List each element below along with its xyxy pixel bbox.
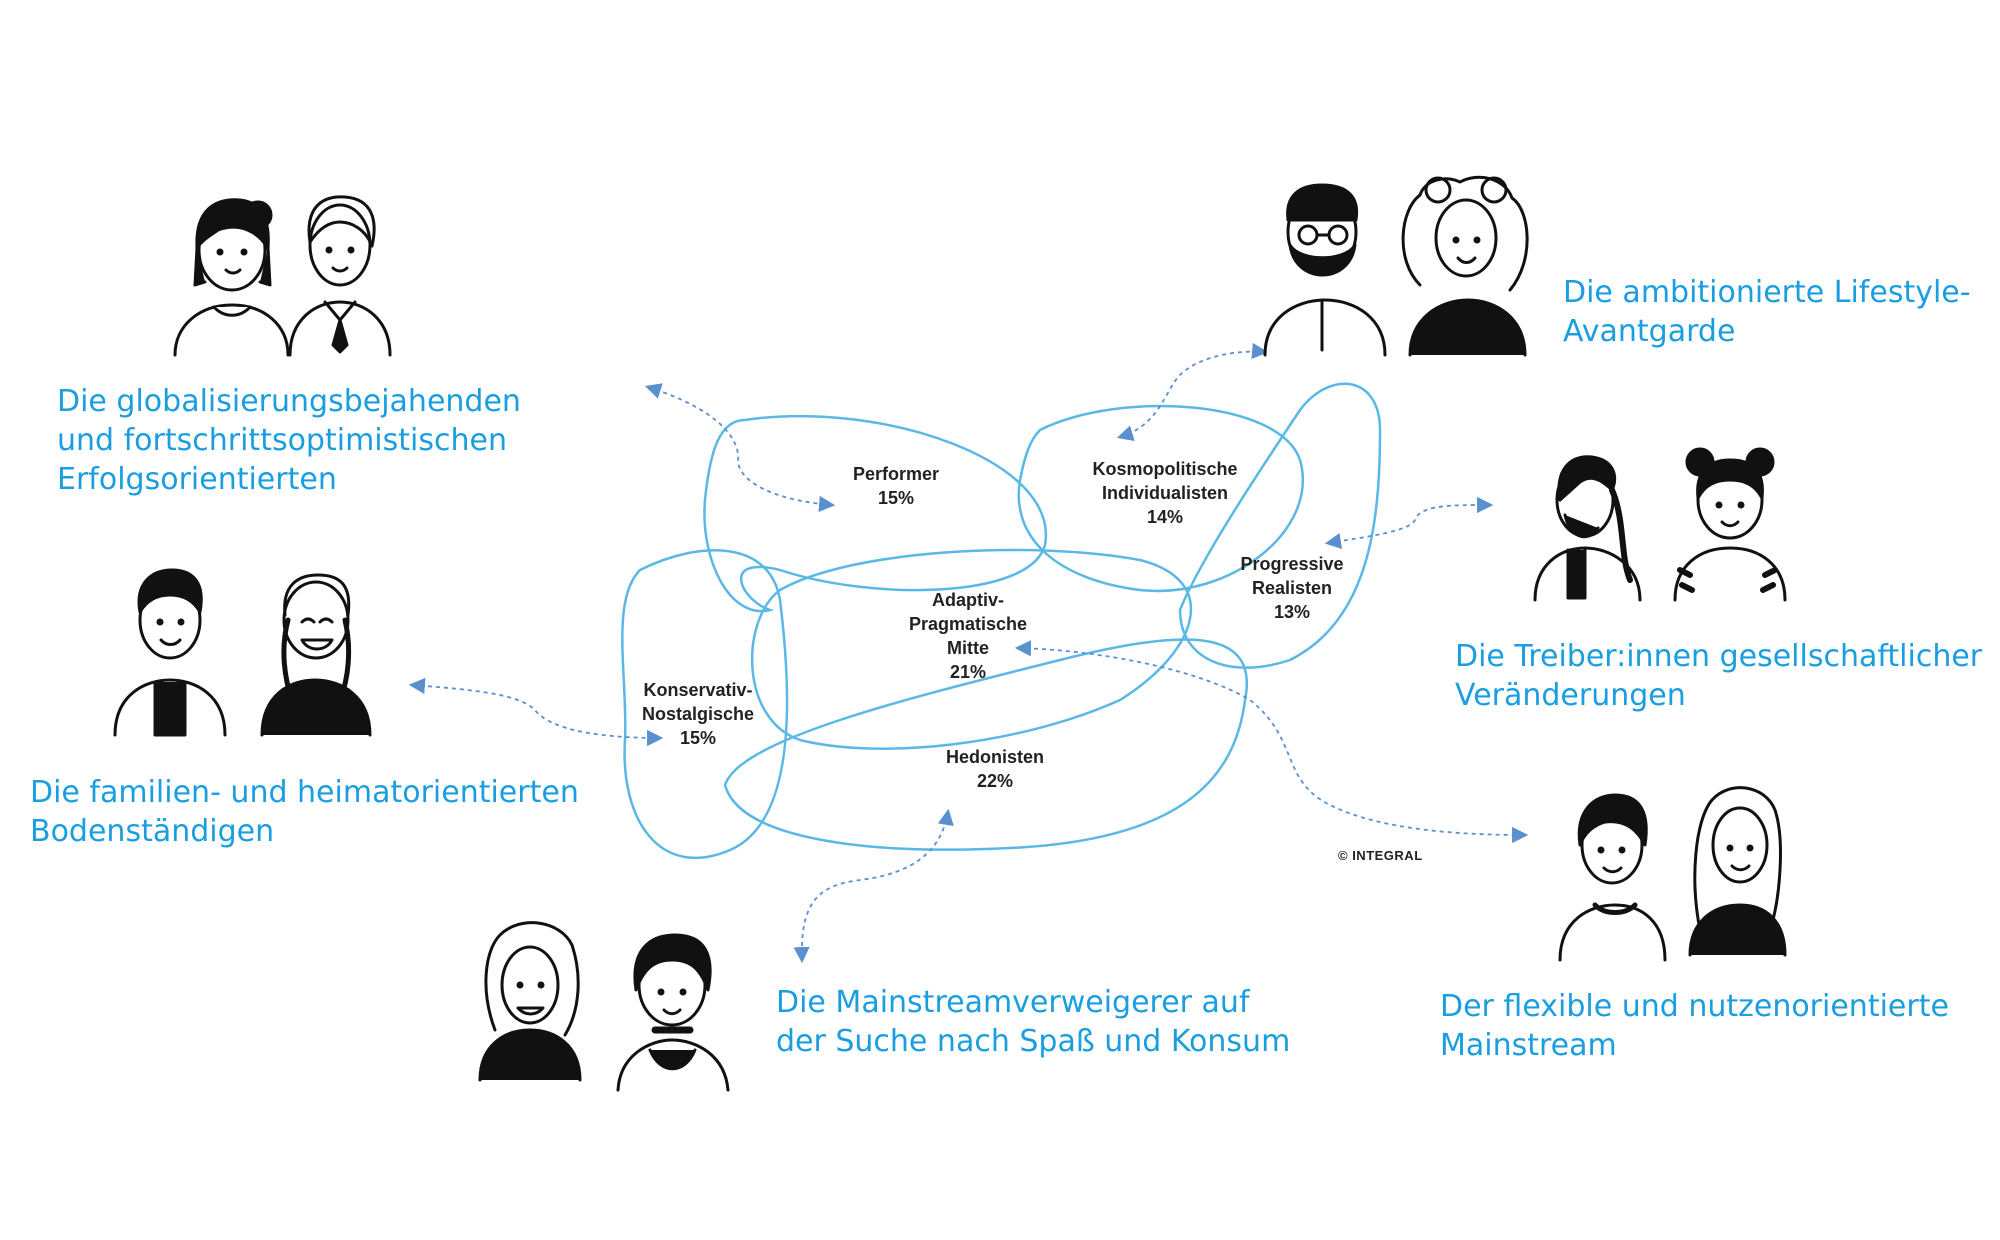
segment-name: Adaptiv- <box>932 590 1004 610</box>
caption-konservativ: Die familien- und heimatorientierten Bod… <box>30 773 579 851</box>
long-hair-man-avatar-icon <box>1533 455 1642 602</box>
segment-share: 21% <box>949 662 987 682</box>
caption-line: und fortschrittsoptimistischen <box>57 423 507 458</box>
segment-share: 22% <box>976 771 1014 791</box>
caption-line: Die globalisierungsbejahenden <box>57 384 521 419</box>
caption-kosmopolitische: Die ambitionierte Lifestyle- Avantgarde <box>1563 273 1971 351</box>
caption-progressive: Die Treiber:innen gesellschaftlicher Ver… <box>1455 637 1982 715</box>
woman-bun-avatar-icon <box>173 198 290 357</box>
segment-share: 15% <box>679 728 717 748</box>
caption-performer: Die globalisierungsbejahenden und fortsc… <box>57 382 521 499</box>
segment-name: Individualisten <box>1101 483 1229 503</box>
segment-name: Mitte <box>947 638 989 658</box>
segment-name: Hedonisten <box>945 747 1045 767</box>
businessman-avatar-icon <box>288 195 392 357</box>
caption-line: Die Mainstreamverweigerer auf <box>776 985 1250 1020</box>
bearded-glasses-man-avatar-icon <box>1263 183 1387 357</box>
segment-name: Nostalgische <box>641 704 755 724</box>
segment-kosmopolitische: Kosmopolitische Individualisten 14% <box>1092 457 1237 529</box>
segment-konservativ: Konservativ- Nostalgische 15% <box>642 678 754 750</box>
space-buns-woman-avatar-icon <box>1673 447 1787 602</box>
copyright-label: © INTEGRAL <box>1338 848 1423 863</box>
segment-name: Kosmopolitische <box>1092 459 1238 479</box>
curly-hair-woman-avatar-icon <box>1401 175 1529 357</box>
caption-hedonisten: Die Mainstreamverweigerer auf der Suche … <box>776 983 1290 1061</box>
arrow-konservativ <box>408 677 664 747</box>
caption-line: Mainstream <box>1440 1028 1617 1063</box>
segment-share: 14% <box>1146 507 1184 527</box>
young-man-jacket-avatar-icon <box>113 568 227 737</box>
braided-woman-avatar-icon <box>260 573 372 737</box>
caption-line: Erfolgsorientierten <box>57 462 337 497</box>
caption-line: Bodenständigen <box>30 814 275 849</box>
long-hair-smiling-man-avatar-icon <box>478 921 582 1082</box>
loop-performer <box>703 414 1048 613</box>
caption-line: Der flexible und nutzenorientierte <box>1440 989 1949 1024</box>
arrow-hedonisten <box>793 808 954 964</box>
long-hair-woman-avatar-icon <box>1688 786 1787 957</box>
segment-name: Pragmatische <box>908 614 1028 634</box>
caption-line: Avantgarde <box>1563 314 1736 349</box>
arrow-performer <box>644 383 836 513</box>
segment-share: 15% <box>877 488 915 508</box>
segment-name: Realisten <box>1251 578 1333 598</box>
bob-hair-man-avatar-icon <box>1558 793 1667 962</box>
segment-name: Progressive <box>1240 554 1344 574</box>
caption-line: Die Treiber:innen gesellschaftlicher <box>1455 639 1983 674</box>
caption-adaptiv: Der flexible und nutzenorientierte Mains… <box>1440 987 1949 1065</box>
caption-line: Veränderungen <box>1455 678 1686 713</box>
caption-line: der Suche nach Spaß und Konsum <box>776 1024 1291 1059</box>
short-hair-woman-choker-avatar-icon <box>616 933 730 1092</box>
arrow-adaptiv <box>1014 640 1529 844</box>
segment-adaptiv: Adaptiv- Pragmatische Mitte 21% <box>909 588 1027 684</box>
segment-hedonisten: Hedonisten 22% <box>946 745 1044 793</box>
segment-share: 13% <box>1273 602 1311 622</box>
caption-line: Die ambitionierte Lifestyle- <box>1563 275 1971 310</box>
segment-name: Konservativ- <box>643 680 753 700</box>
segment-progressive: Progressive Realisten 13% <box>1240 552 1343 624</box>
segment-performer: Performer 15% <box>853 462 939 510</box>
caption-line: Die familien- und heimatorientierten <box>30 775 579 810</box>
arrow-kosmopolitische <box>1116 342 1269 442</box>
arrow-progressive <box>1324 496 1494 550</box>
segment-name: Performer <box>852 464 940 484</box>
